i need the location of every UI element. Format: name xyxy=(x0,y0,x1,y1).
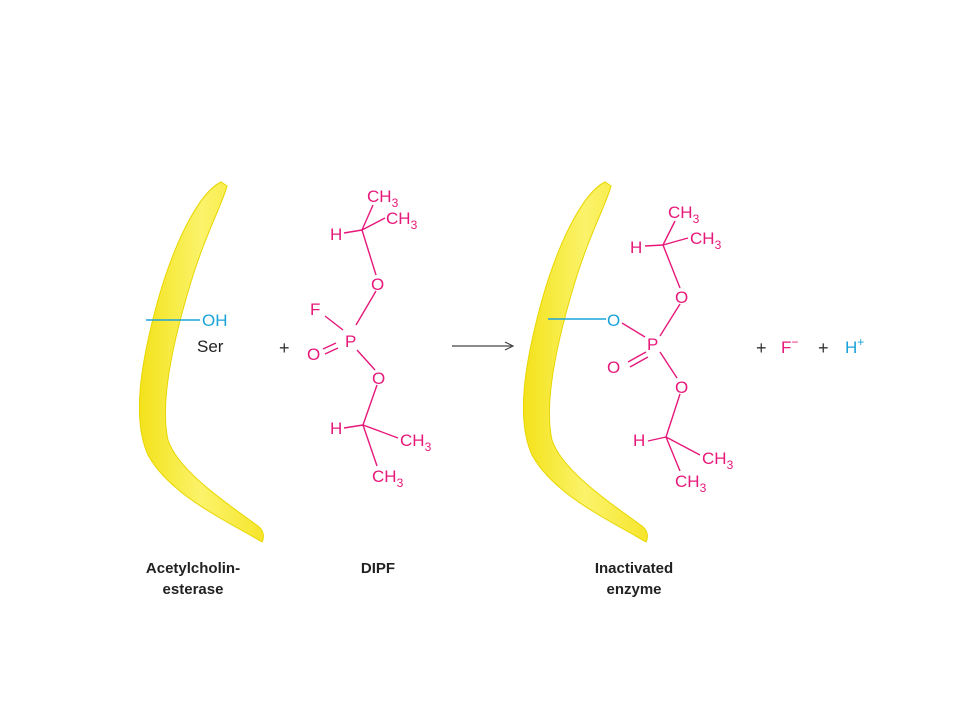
inactivated-enzyme-label-1: Inactivated xyxy=(595,560,673,577)
inact-h-bottom: H xyxy=(633,431,645,450)
dipf-h-bottom: H xyxy=(330,419,342,438)
inact-o-double: O xyxy=(607,358,620,377)
dipf-ch3-lower-right: CH3 xyxy=(400,431,432,454)
enzyme-crescent-left xyxy=(138,181,264,543)
proton: H+ xyxy=(845,335,864,357)
enzyme-inactivated: O xyxy=(522,181,648,543)
dipf-ch3-bottom: CH3 xyxy=(372,467,404,490)
fluoride-ion: F− xyxy=(781,335,798,357)
dipf-o-bottom: O xyxy=(372,369,385,388)
inact-phosphorus: P xyxy=(647,335,658,354)
dipf-fluorine: F xyxy=(310,300,320,319)
dipf-molecule: CH3 CH3 H O F P O O H CH3 CH3 xyxy=(307,187,432,490)
serine-label: Ser xyxy=(197,337,224,356)
acetylcholinesterase-label-2: esterase xyxy=(163,581,224,598)
dipf-label: DIPF xyxy=(361,560,395,577)
inact-o-top: O xyxy=(675,288,688,307)
inact-h-top: H xyxy=(630,238,642,257)
plus-sign-1: + xyxy=(279,338,290,358)
acetylcholinesterase-label-1: Acetylcholin- xyxy=(146,560,240,577)
serine-oxygen: O xyxy=(607,311,620,330)
dipf-o-double: O xyxy=(307,345,320,364)
enzyme-free: OH Ser Acetylcholin- esterase xyxy=(138,181,264,598)
dipf-o-top: O xyxy=(371,275,384,294)
dipf-ch3-upper-right: CH3 xyxy=(386,209,418,232)
inact-ch3-lower-right: CH3 xyxy=(702,449,734,472)
products: + F− + H+ xyxy=(756,335,864,358)
enzyme-crescent-right xyxy=(522,181,648,543)
dipf-phosphorus: P xyxy=(345,332,356,351)
inact-ch3-bottom: CH3 xyxy=(675,472,707,495)
phosphorylated-group: CH3 CH3 H O P O O H CH3 CH3 xyxy=(607,203,734,495)
dipf-h-top: H xyxy=(330,225,342,244)
inact-o-bottom: O xyxy=(675,378,688,397)
plus-sign-3: + xyxy=(818,338,829,358)
inact-ch3-upper-right: CH3 xyxy=(690,229,722,252)
reaction-arrow xyxy=(452,341,515,351)
inact-ch3-top: CH3 xyxy=(668,203,700,226)
dipf-bonds xyxy=(322,204,399,467)
phosphoryl-bonds xyxy=(621,220,701,472)
inactivated-enzyme-label-2: enzyme xyxy=(606,581,661,598)
plus-sign-2: + xyxy=(756,338,767,358)
hydroxyl-label: OH xyxy=(202,311,228,330)
dipf-ch3-top: CH3 xyxy=(367,187,399,210)
